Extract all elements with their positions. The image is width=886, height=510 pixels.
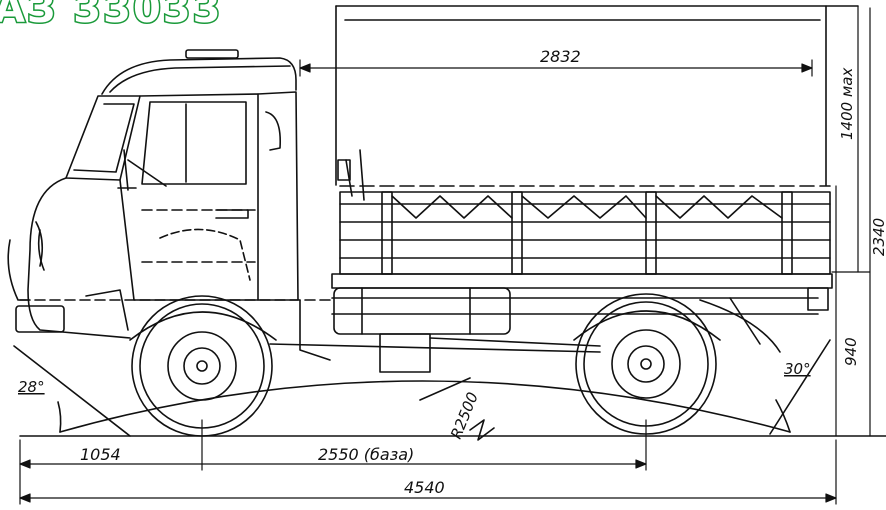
cargo-body [331, 149, 833, 335]
dim-approach-angle: 28° [18, 378, 45, 396]
chassis [269, 297, 781, 373]
dim-departure-angle: 30° [784, 360, 811, 378]
dim-lines [19, 5, 871, 505]
dim-ramp-radius: R2500 [447, 390, 482, 442]
ramp-clearance-arc [13, 339, 886, 441]
dim-platform-length: 2832 [540, 47, 581, 66]
awning-outline [335, 5, 859, 186]
cab [7, 49, 331, 339]
rear-wheel [573, 293, 721, 435]
dim-wheelbase: 2550 (база) [318, 445, 414, 464]
dim-front-overhang: 1054 [80, 445, 121, 464]
dim-platform-height: 940 [842, 337, 860, 366]
diagram-title: АЗ 33033 [0, 0, 222, 32]
dim-awning-height: 1400 мах [838, 68, 856, 140]
dim-total-height: 2340 [870, 218, 886, 256]
dim-total-length: 4540 [404, 478, 445, 497]
front-wheel [129, 295, 277, 437]
